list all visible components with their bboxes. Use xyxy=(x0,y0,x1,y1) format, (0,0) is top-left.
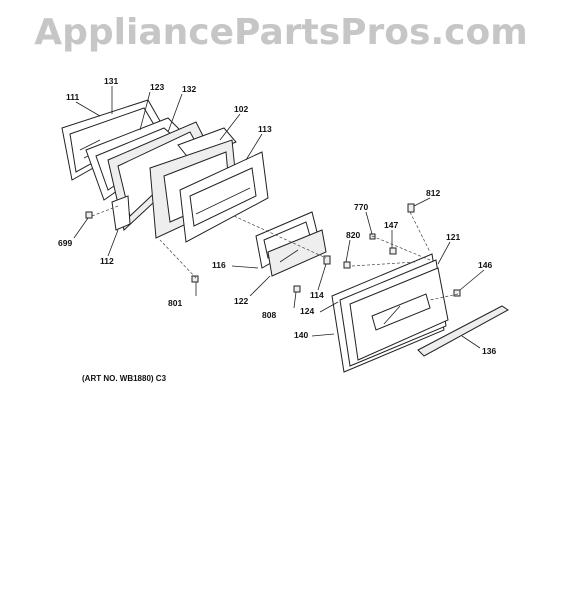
part-136-trim-strip xyxy=(417,305,509,357)
label-112: 112 xyxy=(100,256,114,266)
label-820: 820 xyxy=(346,230,360,240)
part-121-outer-glass xyxy=(349,267,449,361)
screw-699 xyxy=(85,211,93,219)
part-113-inner-panel xyxy=(179,151,269,243)
label-131: 131 xyxy=(104,76,118,86)
label-770: 770 xyxy=(354,202,368,212)
label-699: 699 xyxy=(58,238,72,248)
label-102: 102 xyxy=(234,104,248,114)
label-812: 812 xyxy=(426,188,440,198)
label-140: 140 xyxy=(294,330,308,340)
label-808: 808 xyxy=(262,310,276,320)
art-number: (ART NO. WB1880) C3 xyxy=(82,374,167,383)
part-147-nut xyxy=(389,247,397,255)
label-114: 114 xyxy=(310,290,324,300)
label-146: 146 xyxy=(478,260,492,270)
screw-801 xyxy=(191,275,199,283)
label-801: 801 xyxy=(168,298,182,308)
label-121: 121 xyxy=(446,232,460,242)
label-132: 132 xyxy=(182,84,196,94)
part-122-glass xyxy=(267,229,327,277)
label-136: 136 xyxy=(482,346,496,356)
label-116: 116 xyxy=(212,260,226,270)
watermark: AppliancePartsPros.com xyxy=(34,12,528,53)
label-124: 124 xyxy=(300,306,314,316)
label-122: 122 xyxy=(234,296,248,306)
part-112-bracket xyxy=(111,195,131,231)
screw-812 xyxy=(407,203,415,213)
label-147: 147 xyxy=(384,220,398,230)
screw-808 xyxy=(293,285,301,293)
part-146-clip xyxy=(453,289,461,297)
screw-820 xyxy=(343,261,351,269)
part-114-clip xyxy=(323,255,331,265)
label-113: 113 xyxy=(258,124,272,134)
label-123: 123 xyxy=(150,82,164,92)
label-111: 111 xyxy=(66,92,80,102)
